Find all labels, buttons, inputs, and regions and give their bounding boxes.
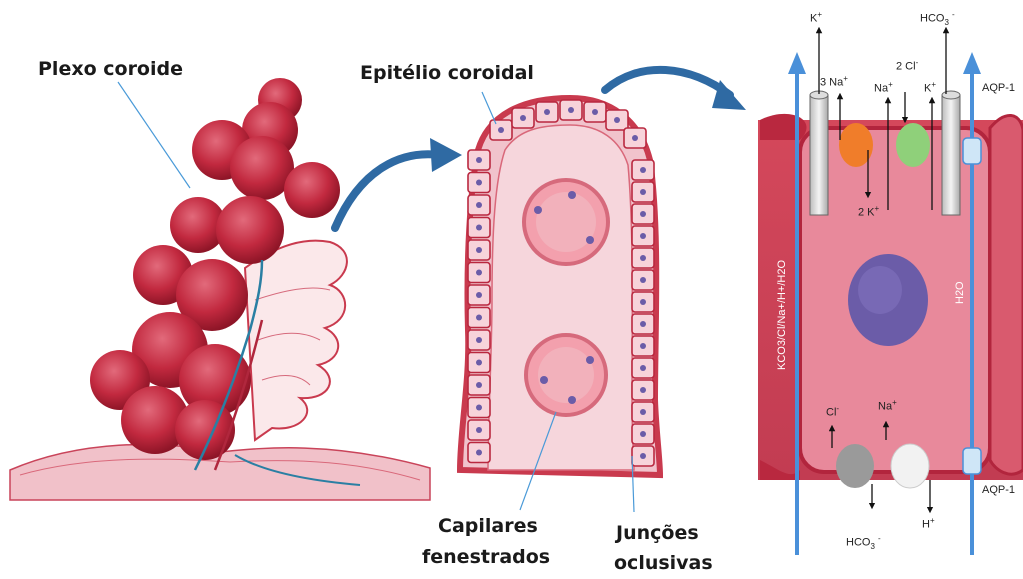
cell-nucleus (632, 135, 638, 141)
cell-nucleus (476, 292, 482, 298)
ion-2k: 2 K+ (858, 204, 879, 219)
cell-nucleus (592, 109, 598, 115)
ion-hco3-top: HCO3 - (920, 10, 955, 27)
ion-aqp-bottom: AQP-1 (982, 484, 1015, 496)
cell-nucleus (476, 360, 482, 366)
cell-nucleus (476, 382, 482, 388)
cell-nucleus (476, 157, 482, 163)
cell-nucleus (476, 202, 482, 208)
cell-nucleus (476, 270, 482, 276)
cell-nucleus (568, 107, 574, 113)
ion-aqp-top: AQP-1 (982, 82, 1015, 94)
curved-arrow-1-head (430, 138, 462, 172)
cell-nucleus (476, 337, 482, 343)
ion-2cl: 2 Cl- (896, 58, 918, 73)
cell-nucleus (476, 225, 482, 231)
cell-nucleus (476, 247, 482, 253)
cell-nucleus (498, 127, 504, 133)
vertical-transport-label: KCO3/Cl/Na+/H+/H2O (776, 260, 788, 370)
cell-nucleus (640, 321, 646, 327)
cell-nucleus (476, 180, 482, 186)
epitelio-coroidal-label: Epitélio coroidal (360, 62, 534, 84)
cell-nucleus (640, 453, 646, 459)
plexus-illustration (10, 78, 430, 500)
cell-nucleus (640, 365, 646, 371)
plexo-coroide-label: Plexo coroide (38, 58, 183, 80)
cell-nucleus (640, 189, 646, 195)
capilares-label-line1: Capilares (438, 515, 538, 537)
ion-k-pump: K+ (924, 80, 936, 95)
cell-nucleus (544, 109, 550, 115)
ion-hco3-bottom: HCO3 - (846, 534, 881, 551)
curved-arrow-2 (605, 70, 730, 95)
juncoes-label-line2: oclusivas (614, 552, 713, 574)
cell-nucleus (640, 277, 646, 283)
cell-nucleus (476, 315, 482, 321)
cell-nucleus (640, 409, 646, 415)
ion-cl-bottom: Cl- (826, 404, 839, 419)
cell-nucleus (640, 343, 646, 349)
transport-cell-panel (758, 30, 1023, 555)
capilares-label-line2: fenestrados (422, 546, 550, 568)
cell-nucleus (640, 387, 646, 393)
epitelio-leader-line (482, 92, 496, 124)
ion-3na: 3 Na+ (820, 74, 848, 89)
cell-nucleus (640, 211, 646, 217)
cell-nucleus (476, 450, 482, 456)
ion-k-top: K+ (810, 10, 822, 25)
curved-arrow-1 (335, 154, 440, 228)
ion-na-bottom: Na+ (878, 398, 897, 413)
cell-nucleus (640, 167, 646, 173)
vertical-h2o-label: H2O (954, 281, 966, 304)
cell-nucleus (640, 233, 646, 239)
ion-na-pump: Na+ (874, 80, 893, 95)
cell-nucleus (640, 299, 646, 305)
cell-nucleus (640, 255, 646, 261)
cell-nucleus (614, 117, 620, 123)
juncoes-label-line1: Junções (616, 522, 699, 544)
cell-nucleus (520, 115, 526, 121)
plexo-leader-line (118, 82, 190, 188)
ion-h-bottom: H+ (922, 516, 935, 531)
cell-nucleus (476, 405, 482, 411)
cell-nucleus (476, 427, 482, 433)
cell-nucleus (640, 431, 646, 437)
